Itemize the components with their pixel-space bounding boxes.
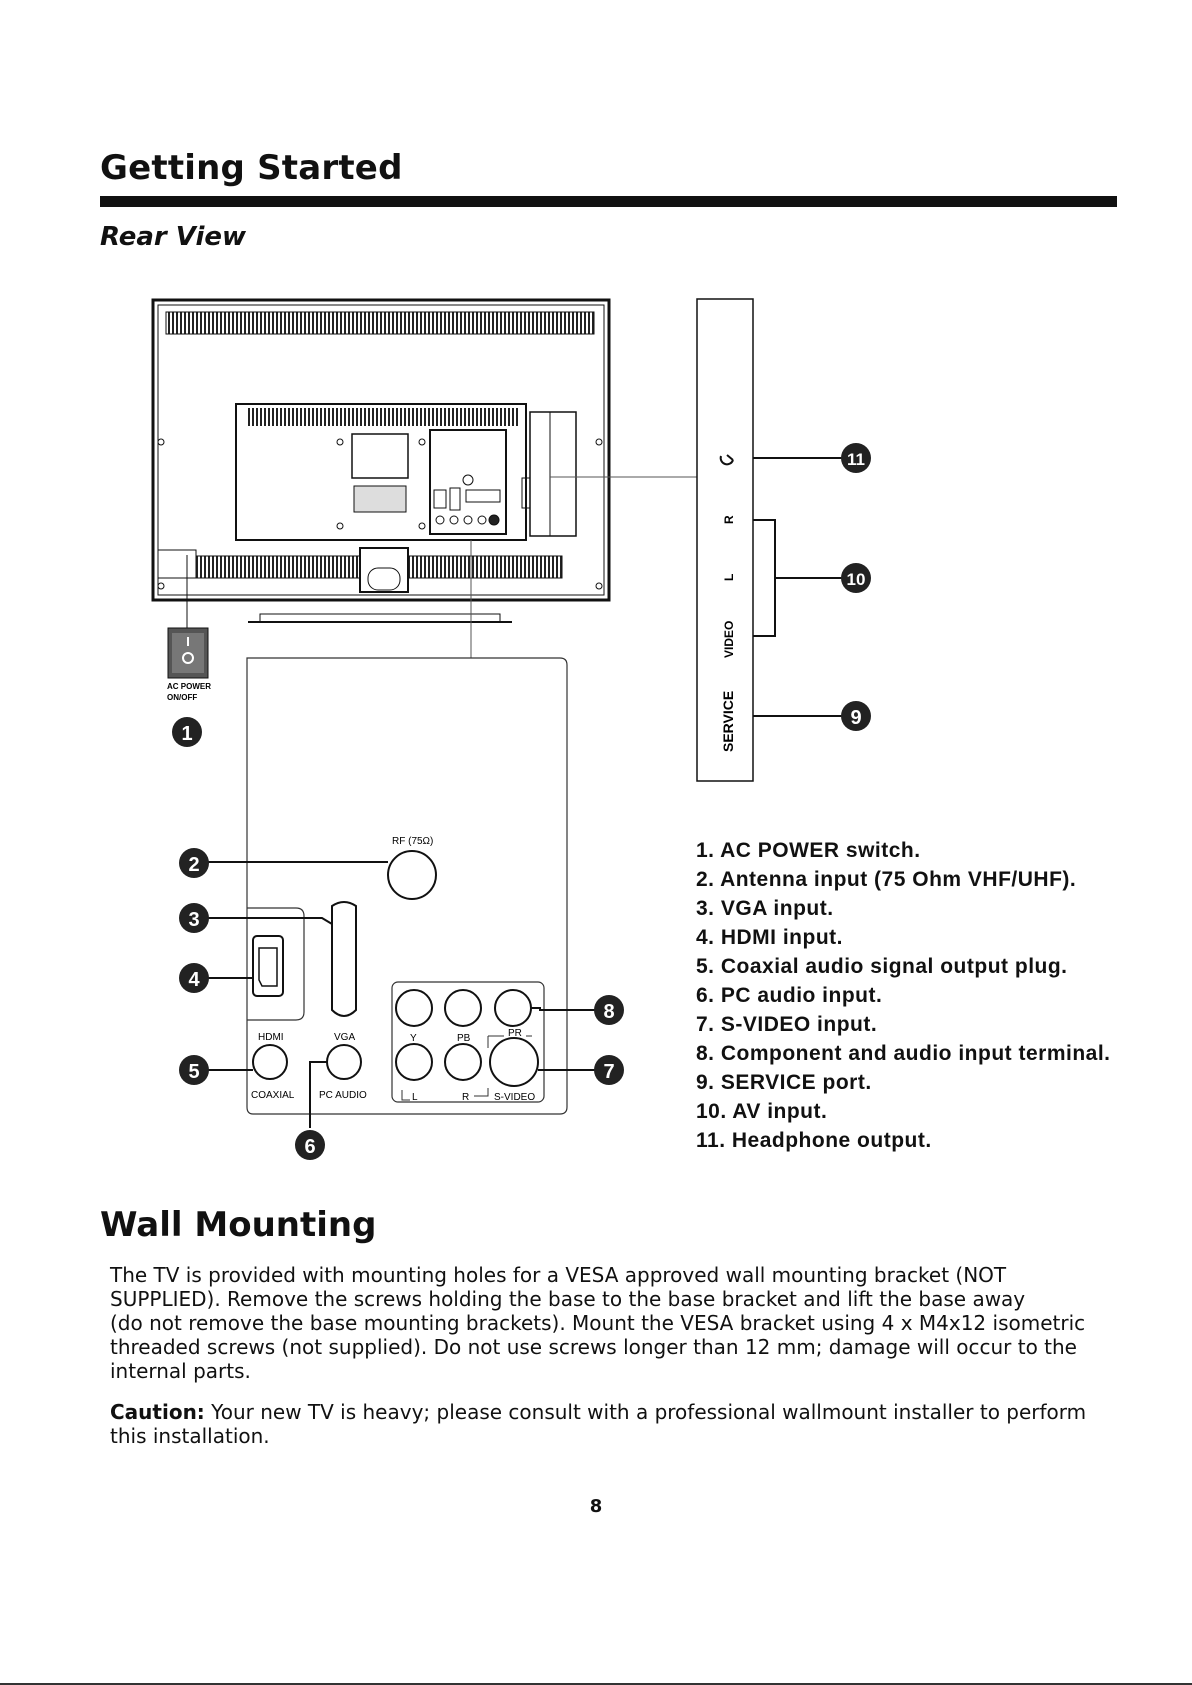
- legend-item: 6. PC audio input.: [696, 984, 883, 1007]
- tv-back-panel: [151, 298, 611, 623]
- pr-label: PR: [508, 1028, 522, 1039]
- section-subtitle: Rear View: [100, 222, 247, 252]
- ac-power-label-2: ON/OFF: [167, 693, 197, 702]
- legend-item: 9. SERVICE port.: [696, 1071, 872, 1094]
- wall-mounting-body: The TV is provided with mounting holes f…: [110, 1263, 1120, 1383]
- callout-6: 6: [295, 1130, 325, 1160]
- side-service-label: SERVICE: [720, 691, 736, 752]
- callout-5: 5: [179, 1055, 209, 1085]
- l-label: L: [412, 1092, 418, 1103]
- svg-text:8: 8: [603, 1001, 614, 1023]
- svg-text:1: 1: [181, 723, 192, 745]
- callout-leaders: [208, 457, 842, 1128]
- rf-jack: [387, 850, 437, 900]
- connector-panel-detail: RF (75Ω) Y PB PR L R S-VIDEO: [246, 540, 568, 1115]
- y-label: Y: [410, 1033, 417, 1044]
- footer-line: [0, 1683, 1192, 1685]
- body-line: threaded screws (not supplied). Do not u…: [110, 1335, 1077, 1359]
- rear-view-diagram: AC POWER ON/OFF RF (75Ω) Y PB PR: [151, 298, 871, 1160]
- svg-text:11: 11: [847, 450, 865, 469]
- pc-audio-label: PC AUDIO: [319, 1090, 367, 1101]
- legend-item: 3. VGA input.: [696, 897, 834, 920]
- callout-11: 11: [841, 443, 871, 473]
- hdmi-label: HDMI: [258, 1032, 284, 1043]
- svg-text:9: 9: [850, 707, 861, 729]
- callout-2: 2: [179, 848, 209, 878]
- legend-item: 4. HDMI input.: [696, 926, 843, 949]
- side-r-label: R: [722, 515, 736, 524]
- wall-mounting-title: Wall Mounting: [100, 1205, 377, 1245]
- page-title: Getting Started: [100, 148, 403, 188]
- vga-label: VGA: [334, 1032, 355, 1043]
- legend-item: 5. Coaxial audio signal output plug.: [696, 955, 1068, 978]
- side-l-label: L: [722, 574, 736, 581]
- caution-label: Caution:: [110, 1400, 205, 1424]
- callout-1: 1: [172, 717, 202, 747]
- ac-power-label: AC POWER: [167, 682, 211, 691]
- title-rule: [100, 196, 1117, 207]
- svg-text:4: 4: [188, 969, 200, 991]
- callout-7: 7: [594, 1055, 624, 1085]
- page-number: 8: [589, 1496, 603, 1517]
- body-line: The TV is provided with mounting holes f…: [110, 1263, 1007, 1287]
- svg-text:3: 3: [188, 909, 199, 931]
- body-line: internal parts.: [110, 1359, 251, 1383]
- svg-text:7: 7: [603, 1061, 614, 1083]
- r-label: R: [462, 1092, 469, 1103]
- legend-item: 1. AC POWER switch.: [696, 839, 921, 862]
- callout-4: 4: [179, 963, 209, 993]
- legend-item: 8. Component and audio input terminal.: [696, 1042, 1111, 1065]
- legend-item: 7. S-VIDEO input.: [696, 1013, 878, 1036]
- callout-10: 10: [841, 563, 871, 593]
- side-video-label: VIDEO: [722, 621, 736, 658]
- svg-text:6: 6: [304, 1136, 315, 1158]
- svg-text:2: 2: [188, 854, 199, 876]
- body-line: (do not remove the base mounting bracket…: [110, 1311, 1086, 1335]
- caution-text-2: this installation.: [110, 1424, 270, 1448]
- side-panel: R L VIDEO SERVICE: [550, 298, 754, 782]
- svg-text:5: 5: [188, 1061, 199, 1083]
- rf-label: RF (75Ω): [392, 836, 433, 847]
- caution-paragraph: Caution: Your new TV is heavy; please co…: [110, 1400, 1120, 1448]
- coaxial-label: COAXIAL: [251, 1090, 295, 1101]
- legend-item: 2. Antenna input (75 Ohm VHF/UHF).: [696, 868, 1077, 891]
- pb-label: PB: [457, 1033, 471, 1044]
- s-video-label: S-VIDEO: [494, 1092, 535, 1103]
- callout-3: 3: [179, 903, 209, 933]
- legend-item: 11. Headphone output.: [696, 1129, 932, 1152]
- caution-text: Your new TV is heavy; please consult wit…: [204, 1400, 1087, 1424]
- callout-8: 8: [594, 995, 624, 1025]
- callout-9: 9: [841, 701, 871, 731]
- svg-text:10: 10: [847, 570, 866, 589]
- legend-item: 10. AV input.: [696, 1100, 828, 1123]
- rear-view-legend: 1. AC POWER switch. 2. Antenna input (75…: [696, 836, 1111, 1155]
- ac-power-switch: AC POWER ON/OFF: [167, 555, 211, 702]
- body-line: SUPPLIED). Remove the screws holding the…: [110, 1287, 1026, 1311]
